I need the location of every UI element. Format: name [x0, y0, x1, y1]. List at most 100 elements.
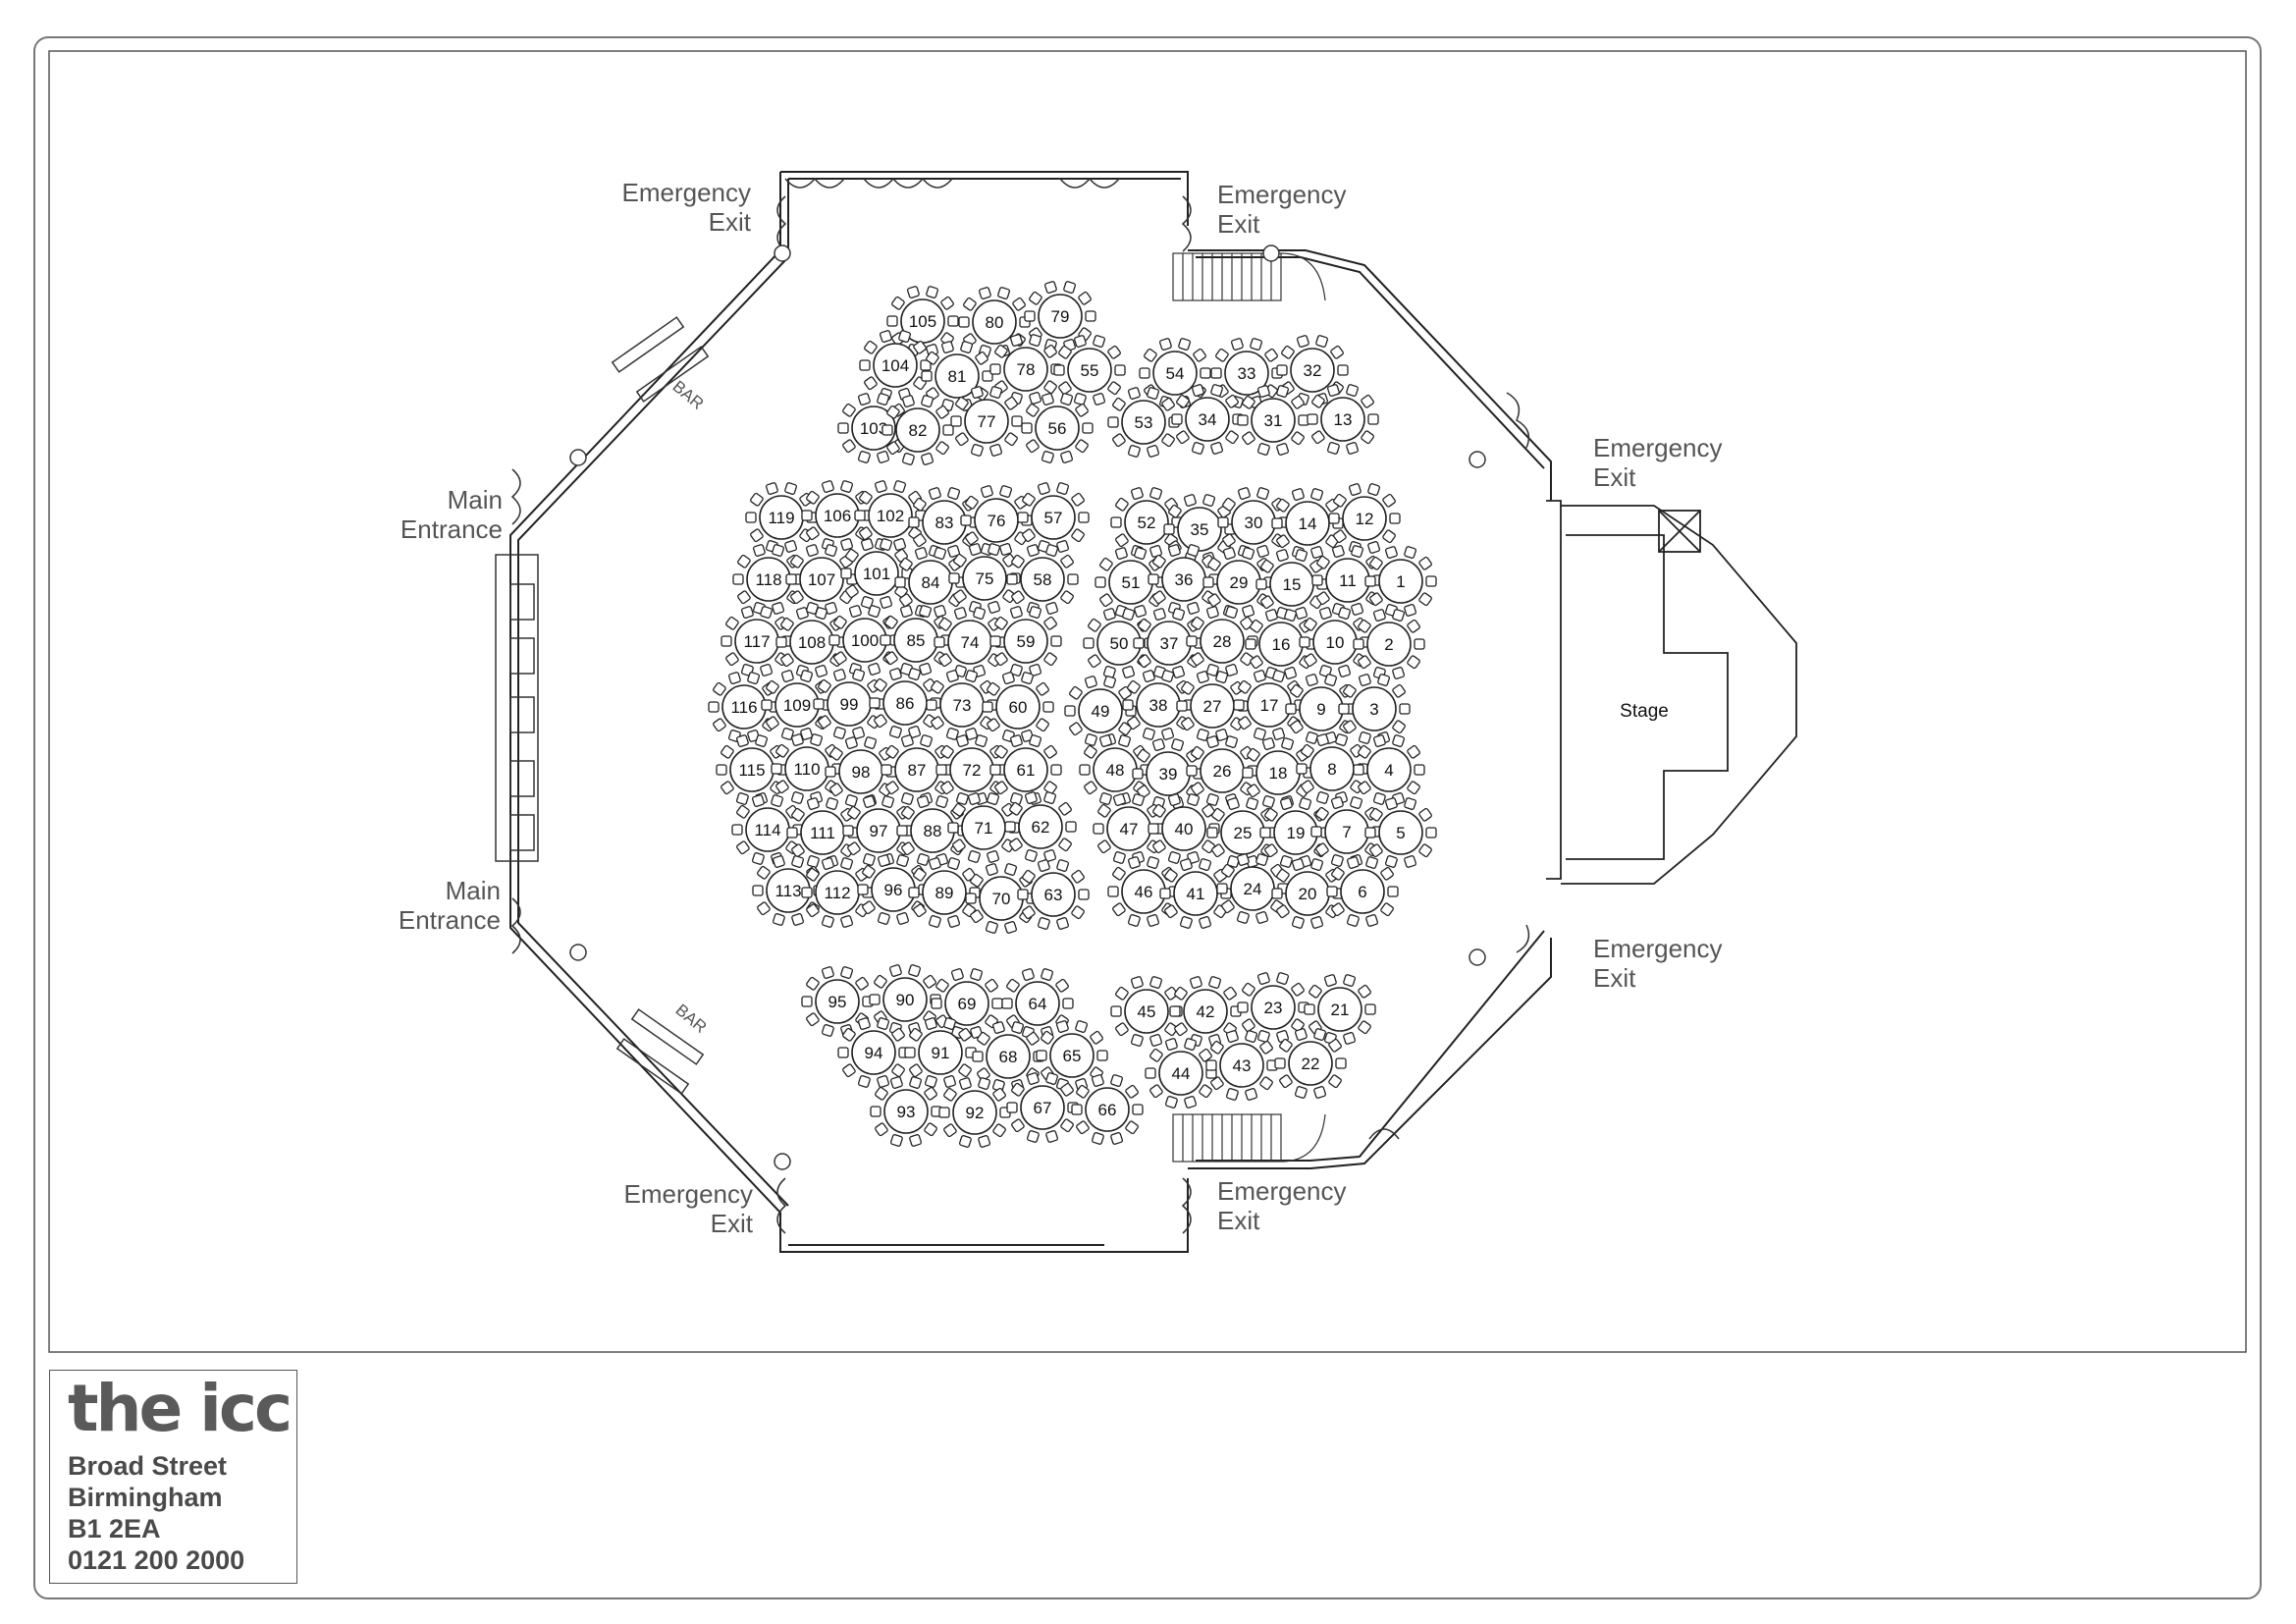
- chair: [1299, 797, 1312, 810]
- chair: [1130, 976, 1144, 989]
- chair: [1333, 493, 1347, 508]
- chair: [888, 964, 902, 977]
- chair: [901, 395, 915, 407]
- chair: [1029, 734, 1042, 747]
- main-entrance-label: Entrance: [400, 514, 503, 544]
- table-number: 54: [1166, 364, 1185, 383]
- chair: [1043, 380, 1057, 395]
- table-number: 13: [1334, 410, 1353, 429]
- chair: [1041, 451, 1054, 463]
- chair: [1009, 606, 1023, 619]
- chair: [813, 698, 825, 710]
- chair: [1107, 416, 1119, 428]
- chair: [1326, 886, 1338, 897]
- chair: [916, 795, 930, 808]
- table-number: 62: [1032, 818, 1050, 837]
- chair: [1284, 667, 1298, 679]
- chair: [1142, 728, 1155, 740]
- chair: [1181, 717, 1195, 731]
- chair: [766, 716, 779, 731]
- chair: [1346, 856, 1360, 869]
- chair: [994, 744, 1008, 759]
- chair: [1389, 513, 1401, 524]
- table-number: 51: [1122, 573, 1141, 592]
- chair: [1364, 1003, 1376, 1015]
- chair: [1161, 670, 1175, 682]
- chair: [1230, 338, 1244, 351]
- chair: [1279, 1074, 1293, 1089]
- table-78: 78: [989, 334, 1062, 405]
- chair: [801, 996, 813, 1007]
- chair: [1021, 422, 1033, 434]
- chair: [780, 653, 794, 668]
- chair: [1073, 393, 1087, 406]
- table-number: 49: [1092, 702, 1110, 721]
- chair: [973, 607, 987, 620]
- table-number: 117: [743, 632, 770, 651]
- table-number: 96: [884, 881, 903, 899]
- chair: [926, 699, 937, 711]
- chair: [1187, 544, 1201, 557]
- chair: [772, 602, 785, 615]
- table-94: 94: [837, 1017, 910, 1088]
- chair: [1176, 430, 1190, 445]
- chair: [1152, 803, 1166, 818]
- table-top: [1161, 806, 1206, 851]
- chair: [1191, 442, 1204, 455]
- table-43: 43: [1205, 1030, 1278, 1101]
- chair: [1221, 863, 1235, 878]
- table-16: 16: [1245, 609, 1317, 679]
- chair: [1211, 807, 1225, 822]
- table-number: 57: [1044, 509, 1063, 527]
- chair: [928, 915, 941, 928]
- chair: [1042, 701, 1054, 713]
- chair: [904, 1047, 916, 1058]
- chair: [845, 584, 859, 599]
- table-number: 72: [963, 761, 982, 780]
- chair: [1414, 638, 1425, 650]
- chair: [1112, 851, 1126, 864]
- chair: [985, 863, 998, 876]
- chair: [765, 482, 778, 495]
- chair: [1205, 606, 1219, 619]
- chair: [1256, 545, 1270, 558]
- chair: [1022, 905, 1036, 920]
- chair: [1407, 655, 1420, 670]
- table-number: 93: [897, 1103, 916, 1121]
- chair: [1199, 858, 1212, 871]
- stage-label: Stage: [1620, 701, 1669, 722]
- table-number: 94: [865, 1044, 883, 1062]
- chair: [935, 764, 947, 776]
- chair: [898, 330, 912, 343]
- chair: [1392, 720, 1406, 734]
- chair: [1242, 767, 1254, 779]
- chair: [955, 792, 969, 805]
- chair: [1134, 605, 1148, 618]
- chair: [1335, 733, 1349, 746]
- chair: [868, 663, 881, 676]
- chair: [950, 968, 964, 981]
- table-number: 19: [1287, 824, 1306, 842]
- chair: [991, 1021, 1005, 1034]
- table-number: 17: [1260, 696, 1279, 715]
- chair: [1216, 883, 1228, 894]
- chair: [1324, 674, 1338, 686]
- chair: [1365, 856, 1379, 869]
- table-69: 69: [931, 968, 1003, 1039]
- chair: [1301, 780, 1314, 794]
- table-67: 67: [1006, 1072, 1079, 1143]
- chair: [1285, 703, 1297, 715]
- chair: [1022, 528, 1036, 543]
- chair: [1207, 557, 1221, 571]
- chair: [1134, 547, 1148, 560]
- chair: [1001, 672, 1015, 684]
- chair: [828, 634, 840, 646]
- venue-logo: the icc: [68, 1371, 293, 1446]
- chair: [790, 554, 804, 568]
- table-number: 84: [922, 573, 940, 592]
- chair: [1093, 335, 1106, 348]
- chair: [1246, 797, 1259, 810]
- table-number: 108: [798, 633, 826, 652]
- chair: [987, 850, 1000, 863]
